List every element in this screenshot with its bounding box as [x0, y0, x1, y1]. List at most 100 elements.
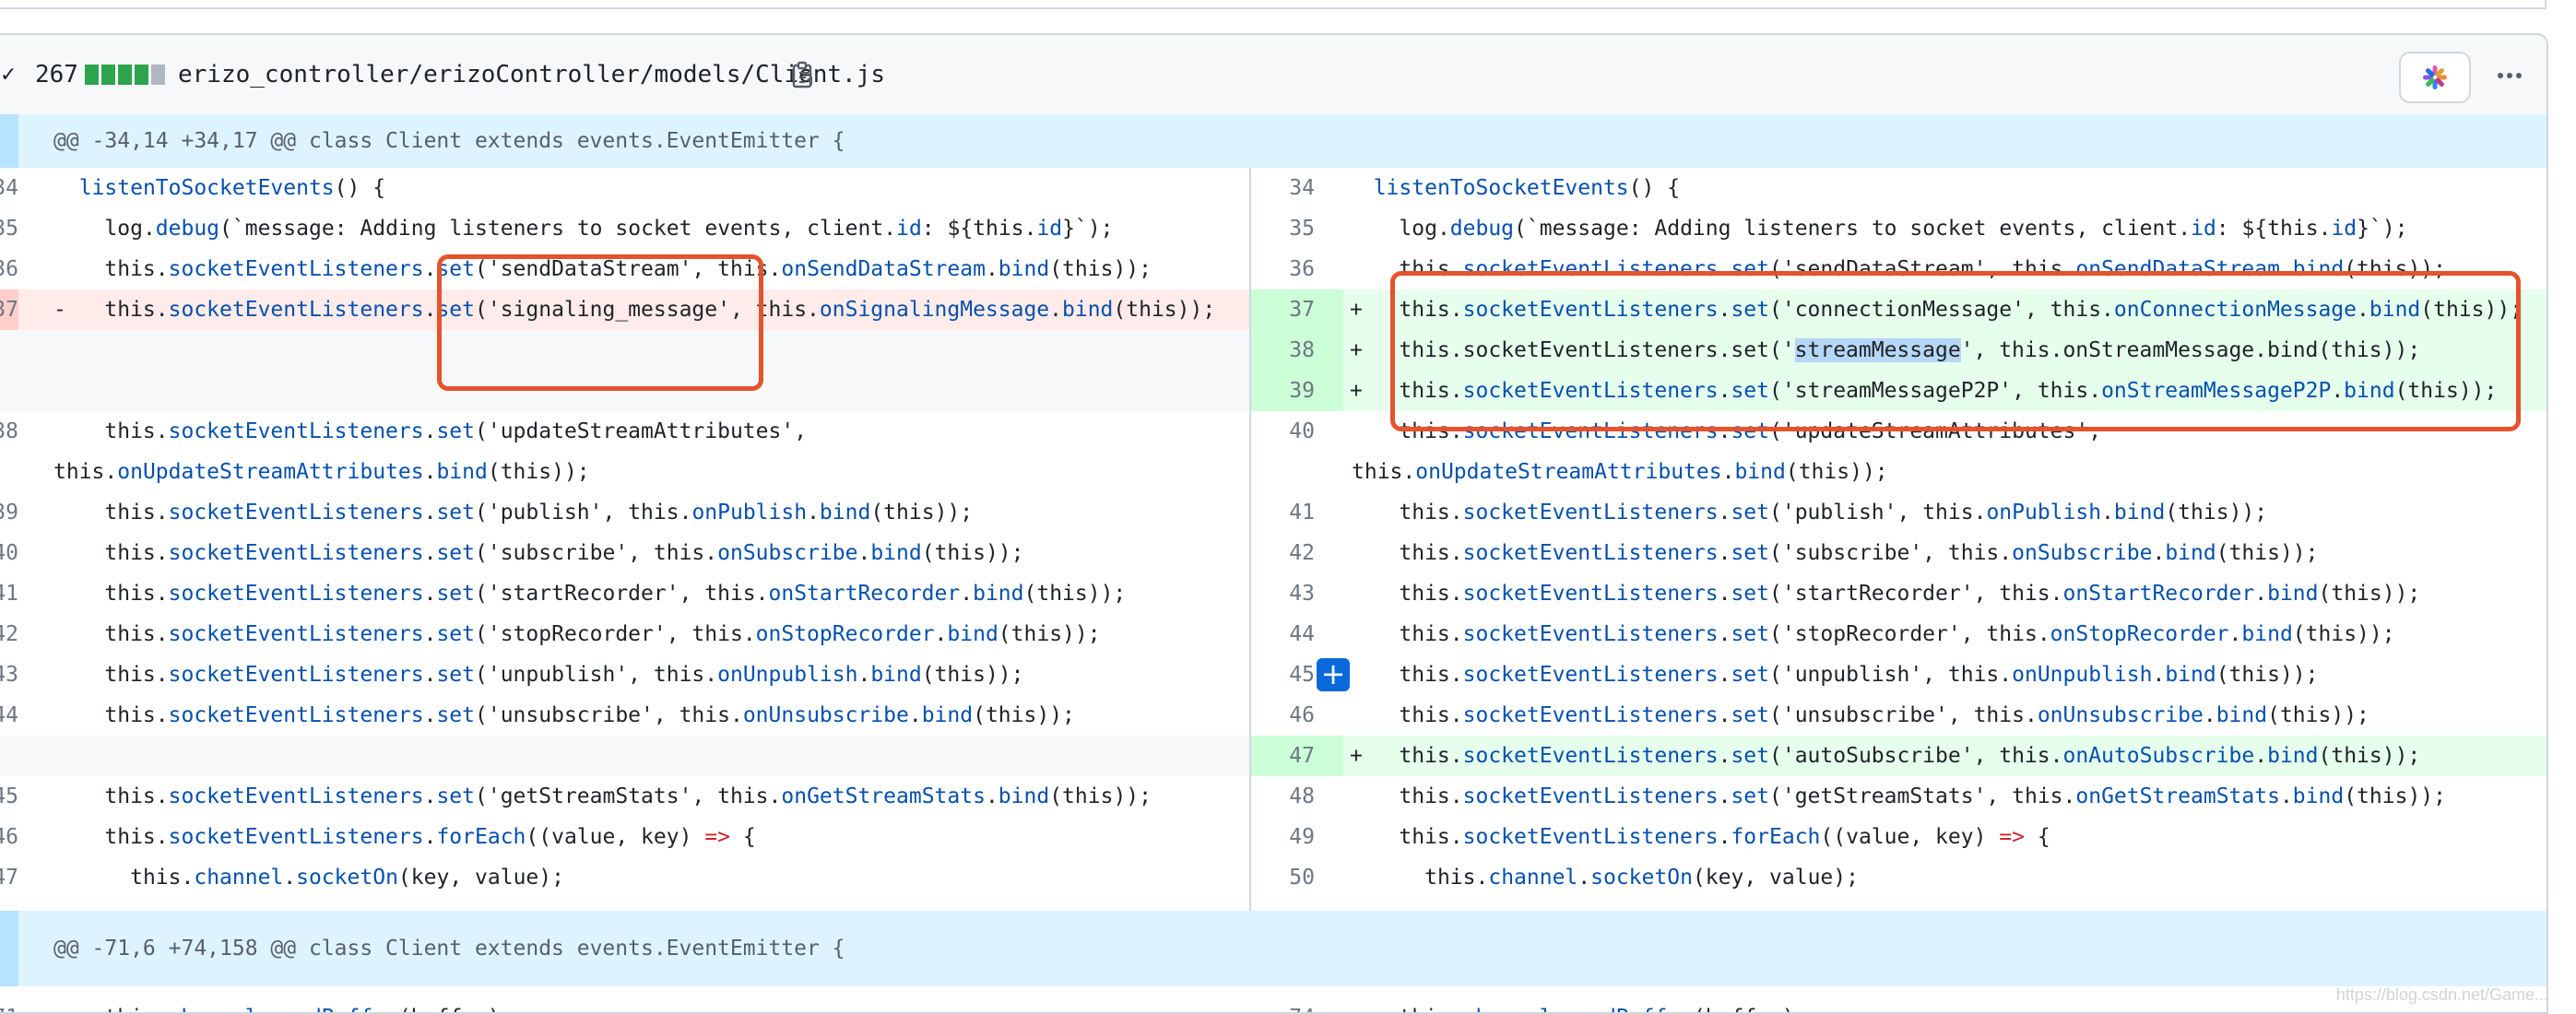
diff-sign-plus: +	[1350, 338, 1363, 362]
file-path[interactable]: erizo_controller/erizoController/models/…	[178, 61, 886, 88]
right-line-number[interactable]: 42	[1289, 541, 1315, 565]
right-code-line: this.socketEventListeners.set('autoSubsc…	[1399, 744, 2421, 768]
left-code-line: this.socketEventListeners.set('unpublish…	[104, 663, 1024, 687]
code-text-before: this.socketEventListeners.set('	[1348, 338, 1795, 362]
right-line-number[interactable]	[1263, 452, 1315, 492]
add-comment-button[interactable]: +	[1317, 658, 1350, 691]
right-code-line: this.socketEventListeners.set('publish',…	[1399, 501, 2268, 525]
right-code-line: this.socketEventListeners.set('subscribe…	[1399, 541, 2319, 565]
diffstat-block	[135, 65, 148, 85]
right-line-number[interactable]: 47	[1289, 744, 1315, 768]
annotation-box-removed	[437, 254, 763, 391]
copy-icon[interactable]	[791, 61, 819, 95]
left-code-line: listenToSocketEvents() {	[78, 176, 386, 200]
left-line-number[interactable]: 34	[0, 176, 18, 200]
right-code-line: this.onUpdateStreamAttributes.bind(this)…	[1352, 460, 1888, 484]
added-line-bg	[1251, 371, 2546, 411]
diffstat-block	[151, 65, 165, 85]
diff-row: 37 - this.socketEventListeners.set('signa…	[0, 289, 2546, 330]
right-line-number[interactable]: 43	[1289, 582, 1315, 606]
diffstat-block	[101, 65, 115, 85]
added-line-num-bg	[1251, 330, 1343, 371]
left-code-line: this.socketEventListeners.forEach((value…	[104, 825, 756, 849]
diff-row: 45 this.socketEventListeners.set('getStr…	[0, 776, 2546, 817]
left-line-number[interactable]: 45	[0, 784, 18, 808]
right-code-line: this.socketEventListeners.set('stopRecor…	[1399, 622, 2395, 646]
left-line-number[interactable]: 44	[0, 703, 18, 727]
right-line-number[interactable]: 37	[1289, 298, 1315, 322]
expand-hunk-icon[interactable]	[0, 911, 18, 986]
right-line-number[interactable]: 48	[1289, 784, 1315, 808]
diff-sign-minus: -	[53, 298, 66, 322]
code-text-after: ', this.onStreamMessage.bind(this));	[1960, 338, 2421, 362]
left-line-number[interactable]: 40	[0, 541, 18, 565]
diff-sign-plus: +	[1350, 379, 1363, 403]
diff-row: 46 this.socketEventListeners.forEach((va…	[0, 817, 2546, 857]
right-code-line: this.socketEventListeners.set('unsubscri…	[1399, 703, 2369, 727]
added-line-num-bg	[1251, 736, 1343, 776]
hunk-header-text: @@ -34,14 +34,17 @@ class Client extends…	[53, 129, 845, 153]
diff-row: 40 this.socketEventListeners.set('subscr…	[0, 533, 2546, 573]
left-line-number[interactable]: 39	[0, 501, 18, 525]
right-line-number[interactable]: 74	[1263, 997, 1315, 1012]
right-line-number[interactable]: 34	[1289, 176, 1315, 200]
left-line-number[interactable]: 35	[0, 217, 18, 241]
diff-row: 38 + this.socketEventListeners.set('strea…	[0, 330, 2546, 371]
left-line-number[interactable]	[0, 452, 18, 492]
diff-file-container: ✓ 267 erizo_controller/erizoController/m…	[0, 33, 2548, 1014]
right-line-number[interactable]: 44	[1289, 622, 1315, 646]
left-code-line: this.socketEventListeners.set('unsubscri…	[104, 703, 1075, 727]
right-line-number[interactable]: 36	[1289, 257, 1315, 281]
left-code-line: this.socketEventListeners.set('publish',…	[104, 501, 974, 525]
right-code-line: this.socketEventListeners.set('unpublish…	[1399, 663, 2319, 687]
diff-row: 41 this.socketEventListeners.set('startR…	[0, 573, 2546, 614]
left-line-number[interactable]: 42	[0, 622, 18, 646]
right-code-line: this.socketEventListeners.forEach((value…	[1399, 825, 2050, 849]
deleted-line-bg	[0, 289, 1249, 330]
right-line-number[interactable]: 45	[1289, 663, 1315, 687]
right-code-line: this.socketEventListeners.set('startReco…	[1399, 582, 2421, 606]
left-line-number[interactable]: 71	[0, 997, 18, 1012]
diff-row: 39 this.socketEventListeners.set('publis…	[0, 492, 2546, 533]
empty-line-bg	[0, 330, 1249, 371]
added-line-bg	[1251, 289, 2546, 330]
selected-text-highlight[interactable]: streamMessage	[1794, 338, 1961, 362]
left-line-number[interactable]: 43	[0, 663, 18, 687]
right-code-line: this.channel.sendBuffer(buffer);	[1348, 997, 1807, 1012]
right-code-line: this.socketEventListeners.set('streamMes…	[1399, 379, 2498, 403]
right-line-number[interactable]: 46	[1289, 703, 1315, 727]
right-code-line: this.channel.socketOn(key, value);	[1424, 866, 1859, 890]
left-line-number[interactable]: 36	[0, 257, 18, 281]
right-line-number[interactable]: 41	[1289, 501, 1315, 525]
left-line-number[interactable]: 38	[0, 419, 18, 443]
left-line-number[interactable]: 47	[0, 866, 18, 890]
left-code-line: this.socketEventListeners.set('startReco…	[104, 582, 1127, 606]
right-line-number[interactable]: 35	[1289, 217, 1315, 241]
right-line-number[interactable]: 38	[1289, 338, 1315, 362]
diff-row: 34 listenToSocketEvents() {34 listenToSo…	[0, 168, 2546, 208]
diffstat-block	[85, 65, 99, 85]
sparkle-icon[interactable]	[2399, 52, 2471, 103]
right-line-number[interactable]: 49	[1289, 825, 1315, 849]
left-code-line: this.channel.socketOn(key, value);	[130, 866, 564, 890]
diff-sign-plus: +	[1350, 298, 1363, 322]
diff-sign-plus: +	[1350, 744, 1363, 768]
left-code-line: this.socketEventListeners.set('signaling…	[104, 298, 1216, 322]
left-line-number[interactable]: 46	[0, 825, 18, 849]
left-code-line: log.debug(`message: Adding listeners to …	[104, 217, 1114, 241]
right-line-number[interactable]: 50	[1289, 866, 1315, 890]
left-line-number[interactable]: 37	[0, 298, 18, 322]
empty-line-bg	[0, 736, 1249, 776]
diff-row: 35 log.debug(`message: Adding listeners …	[0, 208, 2546, 249]
pane-divider	[1249, 168, 1251, 911]
left-code-line: this.onUpdateStreamAttributes.bind(this)…	[53, 460, 590, 484]
right-line-number[interactable]: 39	[1289, 379, 1315, 403]
expand-hunk-icon[interactable]	[0, 114, 18, 168]
right-line-number[interactable]: 40	[1289, 419, 1315, 443]
left-line-number[interactable]: 41	[0, 582, 18, 606]
empty-line-bg	[0, 371, 1249, 411]
kebab-horizontal-icon[interactable]	[2486, 52, 2534, 100]
collapse-chevron-icon[interactable]: ✓	[0, 63, 18, 86]
right-code-line: log.debug(`message: Adding listeners to …	[1399, 217, 2408, 241]
diff-row: 42 this.socketEventListeners.set('stopRe…	[0, 614, 2546, 654]
